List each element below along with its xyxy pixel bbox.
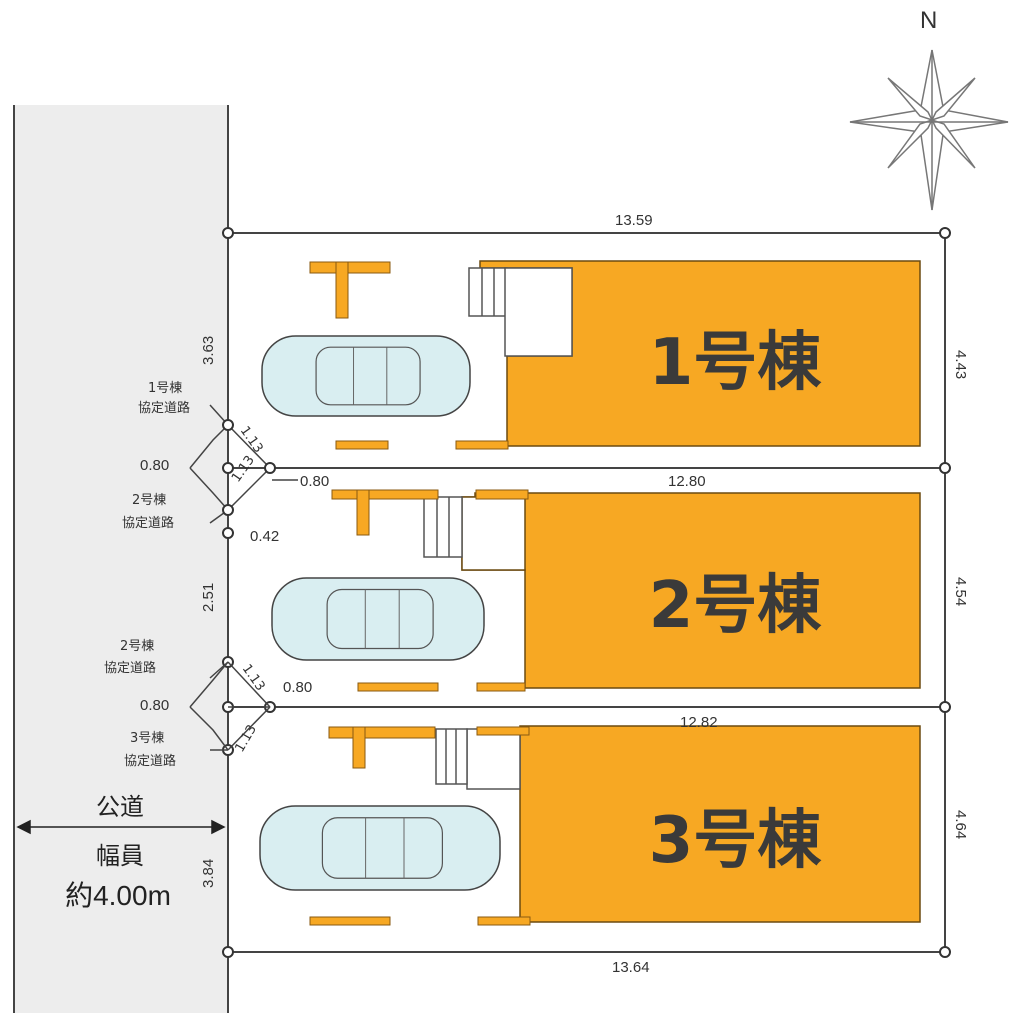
lot1-depth: 4.43 [952, 350, 969, 379]
building-3-label: 3号棟 [649, 804, 823, 878]
car-3 [259, 805, 501, 891]
road-width-arrow [16, 819, 226, 835]
public-road [14, 105, 228, 1013]
lot1-frontage: 3.63 [200, 336, 217, 365]
lot-boundaries [228, 232, 946, 953]
car-2 [271, 577, 485, 661]
c1-small: 0.42 [250, 528, 279, 545]
bottom-length: 13.64 [612, 959, 650, 976]
line12-length: 12.80 [668, 473, 706, 490]
cars [259, 335, 501, 891]
c1-left: 0.80 [140, 457, 169, 474]
c2-diag-b: 1.13 [232, 722, 259, 755]
c1-diag-b: 1.13 [229, 453, 258, 485]
lot3-depth: 4.64 [952, 810, 969, 839]
c1-label2-line2: 協定道路 [122, 515, 174, 531]
c2-left: 0.80 [140, 697, 169, 714]
compass-rose-icon [849, 49, 1009, 211]
c1-diag-a: 1.13 [237, 424, 266, 456]
road-label-line2: 幅員 [96, 842, 144, 870]
c1-label1-line2: 協定道路 [138, 400, 190, 416]
building-3 [519, 725, 921, 923]
building-2-entry [461, 496, 526, 571]
building-3-porch [466, 728, 521, 790]
parking-markers [309, 261, 531, 926]
entrance-steps [423, 267, 573, 785]
line23-length: 12.82 [680, 714, 718, 731]
compass-north-label: N [920, 7, 937, 34]
road-label-line3: 約4.00m [65, 880, 171, 911]
car-1 [261, 335, 471, 417]
c2-label1-line1: 2号棟 [120, 639, 154, 654]
lot3-frontage: 3.84 [200, 859, 217, 888]
lot2-depth: 4.54 [952, 577, 969, 606]
c1-right: 0.80 [300, 473, 329, 490]
c2-label2-line1: 3号棟 [130, 731, 164, 746]
lot2-frontage: 2.51 [200, 583, 217, 612]
c2-label2-line2: 協定道路 [124, 753, 176, 769]
top-length: 13.59 [615, 212, 653, 229]
road-label-line1: 公道 [96, 793, 144, 821]
c2-label1-line2: 協定道路 [104, 660, 156, 676]
building-2-label: 2号棟 [649, 569, 823, 643]
c1-label1-line1: 1号棟 [148, 381, 182, 396]
c2-right: 0.80 [283, 679, 312, 696]
corner-cut-2 [189, 661, 271, 751]
building-1-label: 1号棟 [649, 326, 823, 400]
c1-label2-line1: 2号棟 [132, 493, 166, 508]
